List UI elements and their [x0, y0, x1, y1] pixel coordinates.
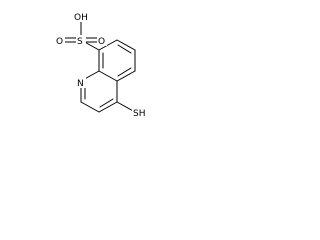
o-left-label: O — [56, 37, 63, 47]
bond-network — [63, 19, 136, 113]
oh-label: OH — [74, 13, 88, 23]
s-label-bg — [76, 35, 86, 46]
n-label-bg — [76, 77, 86, 88]
o-right-label: O — [98, 37, 105, 47]
sh-label: SH — [133, 109, 145, 119]
bond-c7-c6-inner — [117, 44, 132, 54]
o-left-label-bg — [55, 35, 65, 46]
s-label: S — [77, 37, 83, 47]
bond-c8-c7 — [98, 39, 118, 51]
bond-c4a-c8a — [98, 70, 118, 82]
sh-label-bg — [132, 107, 149, 118]
n-label: N — [77, 79, 84, 89]
bond-c5-c4a — [116, 70, 136, 82]
bond-c5-c4a-inner — [117, 67, 132, 77]
bond-c3-c4 — [98, 101, 118, 113]
bond-c7-c6 — [116, 39, 136, 51]
bond-c3-c4-inner — [99, 98, 114, 108]
structural-formula: OH S O O N SH — [55, 11, 149, 119]
o-right-label-bg — [97, 35, 107, 46]
oh-label-bg — [73, 11, 90, 22]
bond-c2-c3 — [80, 101, 100, 113]
atom-labels: OH S O O N SH — [55, 11, 149, 119]
